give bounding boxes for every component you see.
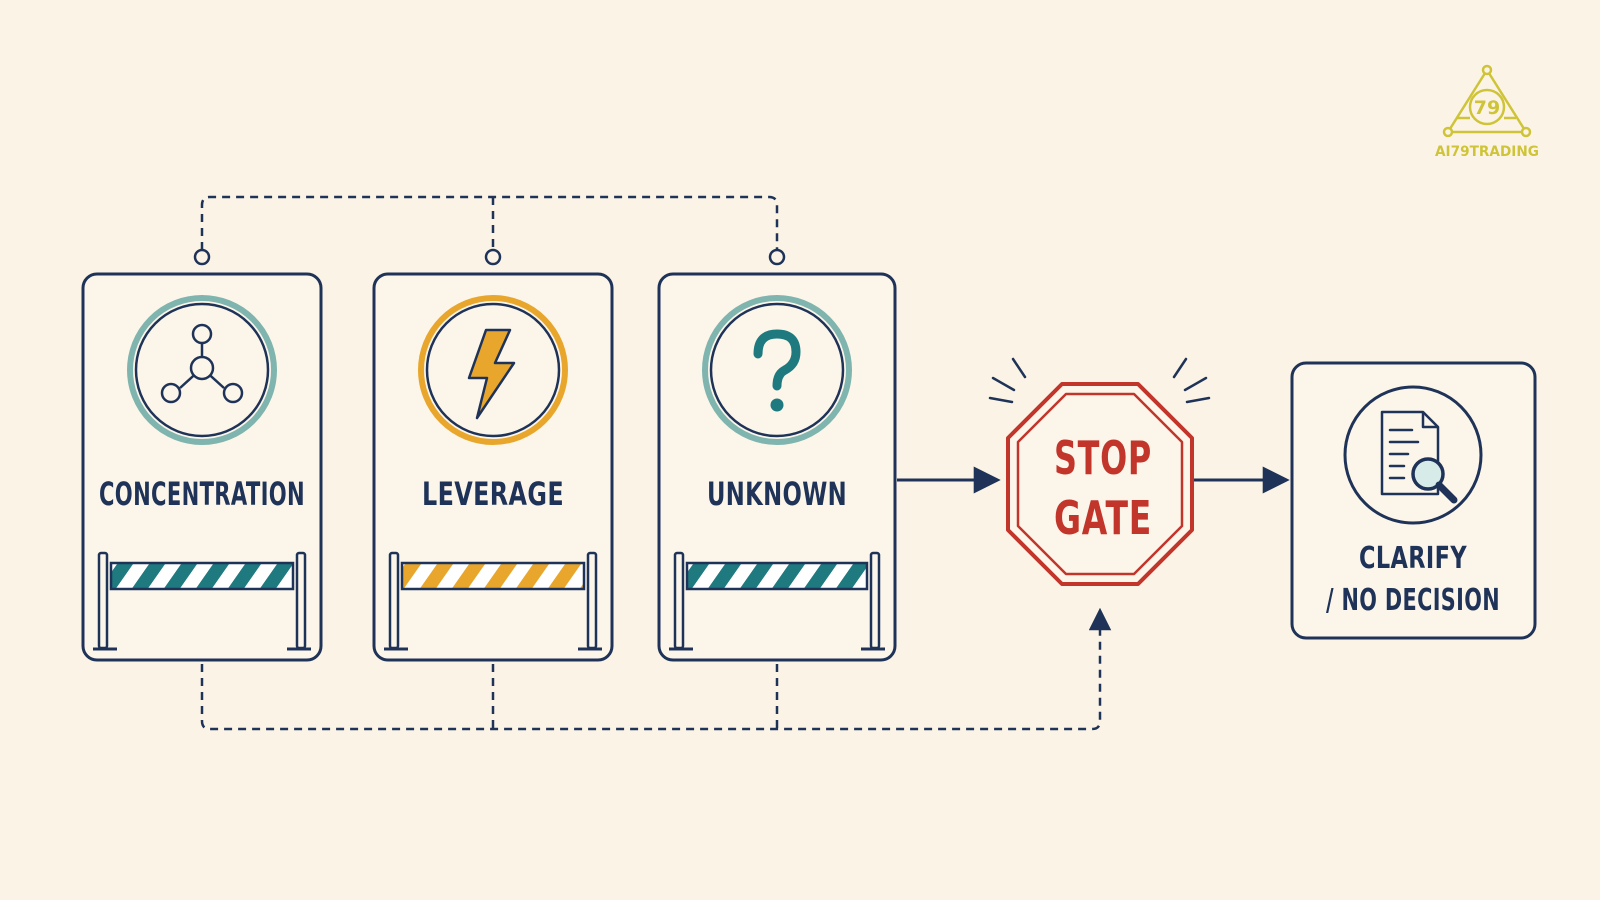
card-frame — [1290, 361, 1537, 640]
triangle-circuit-icon — [1442, 64, 1532, 138]
card-label: CONCENTRATION — [99, 475, 305, 513]
alert-burst-lines-icon — [988, 357, 1211, 404]
lightning-bolt-icon — [418, 295, 568, 445]
amber-barrier-icon — [384, 551, 602, 651]
teal-barrier-icon — [669, 551, 885, 651]
card-leverage: LEVERAGE — [372, 272, 614, 662]
stop-gate-sign: STOP GATE — [988, 357, 1211, 586]
bottom-dashed-connector — [200, 607, 1112, 731]
ai79trading-logo: 79 AI79TRADING — [1435, 64, 1539, 160]
teal-barrier-icon — [93, 551, 311, 651]
stop-gate-line2: GATE — [1054, 491, 1152, 545]
outcome-line1: CLARIFY — [1359, 541, 1468, 576]
card-label: LEVERAGE — [422, 475, 564, 513]
card-unknown: UNKNOWN — [657, 272, 897, 662]
connector-dots — [193, 248, 786, 266]
question-mark-icon — [702, 295, 852, 445]
logo-text: AI79TRADING — [1435, 144, 1539, 160]
top-dashed-connector — [200, 195, 779, 250]
outcome-card: CLARIFY / NO DECISION — [1290, 361, 1537, 640]
document-search-icon — [1343, 385, 1483, 525]
network-node-icon — [127, 295, 277, 445]
card-label: UNKNOWN — [707, 475, 847, 513]
stop-gate-line1: STOP — [1054, 431, 1152, 485]
logo-number: 79 — [1474, 97, 1500, 119]
card-concentration: CONCENTRATION — [81, 272, 323, 662]
outcome-line2: / NO DECISION — [1326, 583, 1500, 618]
